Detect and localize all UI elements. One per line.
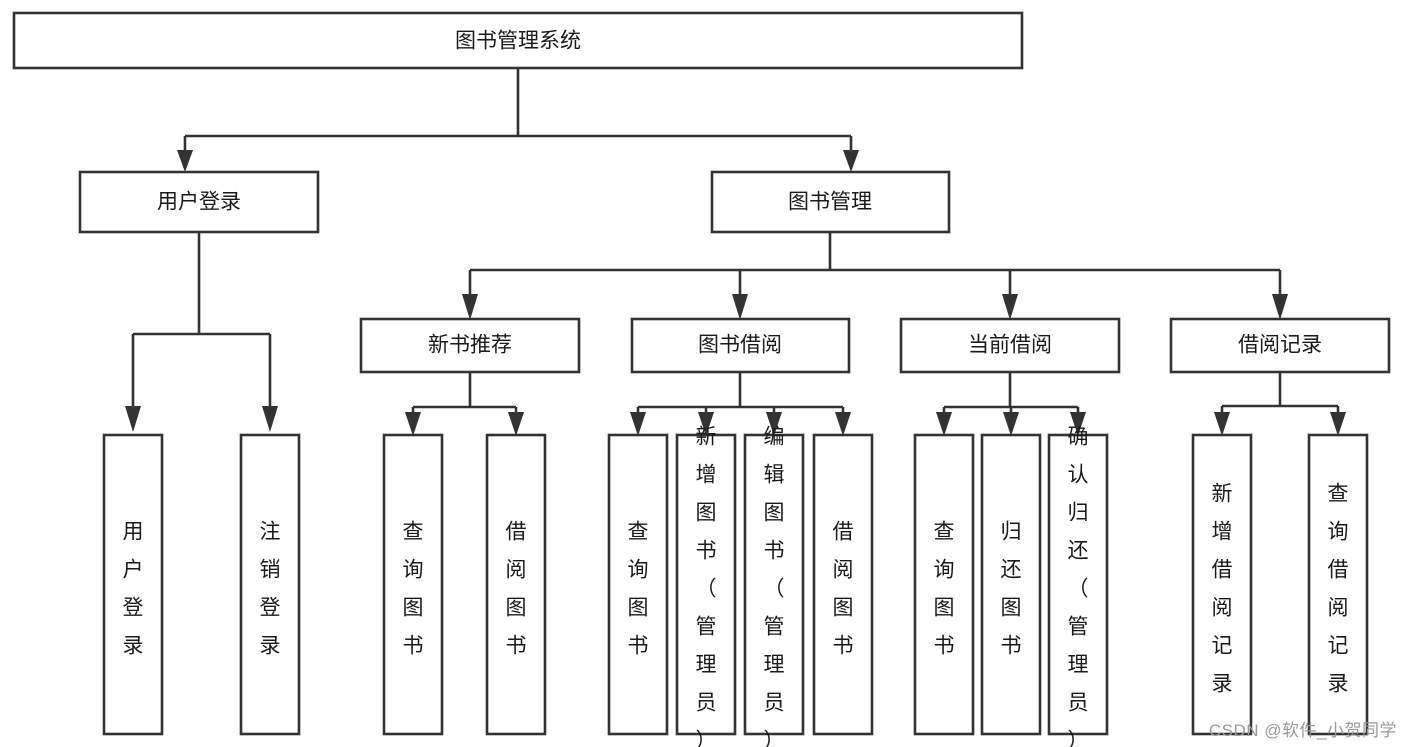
node-leaf-user-login[interactable]: 用户登录 [102, 433, 164, 736]
arrow-head-icon [936, 412, 952, 436]
node-leaf-add-book-label: 新增图书（管理员） [696, 426, 717, 747]
arrow-head-icon [630, 412, 646, 436]
node-leaf-query-book-2-label: 查询图书 [628, 521, 649, 658]
connector-newbook-to-leaves [405, 372, 524, 436]
arrow-head-icon [177, 150, 193, 172]
node-leaf-edit-book[interactable]: 编辑图书（管理员） [743, 426, 805, 747]
node-book-manage-label: 图书管理 [788, 191, 872, 214]
node-leaf-add-record[interactable]: 新增借阅记录 [1191, 433, 1253, 736]
node-leaf-query-record[interactable]: 查询借阅记录 [1307, 433, 1369, 736]
arrow-head-icon [1002, 294, 1018, 320]
arrow-head-icon [1003, 412, 1019, 436]
node-book-borrow[interactable]: 图书借阅 [630, 317, 851, 374]
connector-currentborrow-to-leaves [936, 372, 1086, 436]
node-leaf-borrow-book-1-label: 借阅图书 [506, 521, 527, 658]
node-leaf-borrow-book-2-label: 借阅图书 [833, 521, 854, 658]
node-leaf-query-record-label: 查询借阅记录 [1328, 483, 1349, 696]
node-leaf-user-logout[interactable]: 注销登录 [239, 433, 301, 736]
node-root[interactable]: 图书管理系统 [12, 11, 1024, 70]
node-user-login[interactable]: 用户登录 [78, 170, 320, 234]
node-leaf-borrow-book-2[interactable]: 借阅图书 [812, 433, 874, 736]
arrow-head-icon [843, 150, 859, 172]
connector-borrowrecord-to-leaves [1214, 372, 1346, 436]
arrow-head-icon [698, 412, 714, 436]
node-leaf-return-book-label: 归还图书 [1001, 521, 1022, 658]
node-borrow-record-label: 借阅记录 [1238, 334, 1322, 357]
node-new-book-rec-label: 新书推荐 [428, 334, 512, 357]
node-leaf-confirm-return-label: 确认归还（管理员） [1068, 426, 1089, 747]
node-leaf-user-login-label: 用户登录 [123, 521, 144, 658]
arrow-head-icon [732, 294, 748, 320]
arrow-head-icon [125, 406, 141, 432]
node-borrow-record[interactable]: 借阅记录 [1169, 317, 1391, 374]
node-leaf-confirm-return[interactable]: 确认归还（管理员） [1047, 426, 1109, 747]
node-leaf-borrow-book-1[interactable]: 借阅图书 [485, 433, 547, 736]
node-leaf-query-book-2[interactable]: 查询图书 [607, 433, 669, 736]
node-leaf-edit-book-label: 编辑图书（管理员） [764, 426, 785, 747]
node-leaf-add-book[interactable]: 新增图书（管理员） [675, 426, 737, 747]
connector-bookmanage-to-level3 [462, 232, 1288, 320]
connector-userlogin-to-leaves [125, 232, 278, 432]
arrow-head-icon [262, 406, 278, 432]
node-leaf-return-book[interactable]: 归还图书 [980, 433, 1042, 736]
arrow-head-icon [766, 412, 782, 436]
node-root-label: 图书管理系统 [455, 30, 581, 53]
node-current-borrow[interactable]: 当前借阅 [899, 317, 1121, 374]
arrow-head-icon [1330, 412, 1346, 436]
node-current-borrow-label: 当前借阅 [968, 334, 1052, 357]
arrow-head-icon [462, 294, 478, 320]
arrow-head-icon [1214, 412, 1230, 436]
node-book-borrow-label: 图书借阅 [698, 334, 782, 357]
node-leaf-user-logout-label: 注销登录 [260, 521, 281, 658]
arrow-head-icon [835, 412, 851, 436]
csdn-watermark: CSDN @软件_小贺同学 [1208, 721, 1397, 740]
connector-bookborrow-to-leaves [630, 372, 851, 436]
node-leaf-query-book-3[interactable]: 查询图书 [913, 433, 975, 736]
arrow-head-icon [508, 412, 524, 436]
node-leaf-query-book-1[interactable]: 查询图书 [382, 433, 444, 736]
node-new-book-rec[interactable]: 新书推荐 [359, 317, 581, 374]
node-leaf-query-book-3-label: 查询图书 [934, 521, 955, 658]
node-leaf-query-book-1-label: 查询图书 [403, 521, 424, 658]
node-book-manage[interactable]: 图书管理 [710, 170, 951, 234]
node-user-login-label: 用户登录 [157, 191, 241, 214]
node-leaf-add-record-label: 新增借阅记录 [1212, 483, 1233, 696]
arrow-head-icon [405, 412, 421, 436]
arrow-head-icon [1272, 294, 1288, 320]
connector-root-to-level2 [177, 68, 859, 172]
arrow-head-icon [1070, 412, 1086, 436]
